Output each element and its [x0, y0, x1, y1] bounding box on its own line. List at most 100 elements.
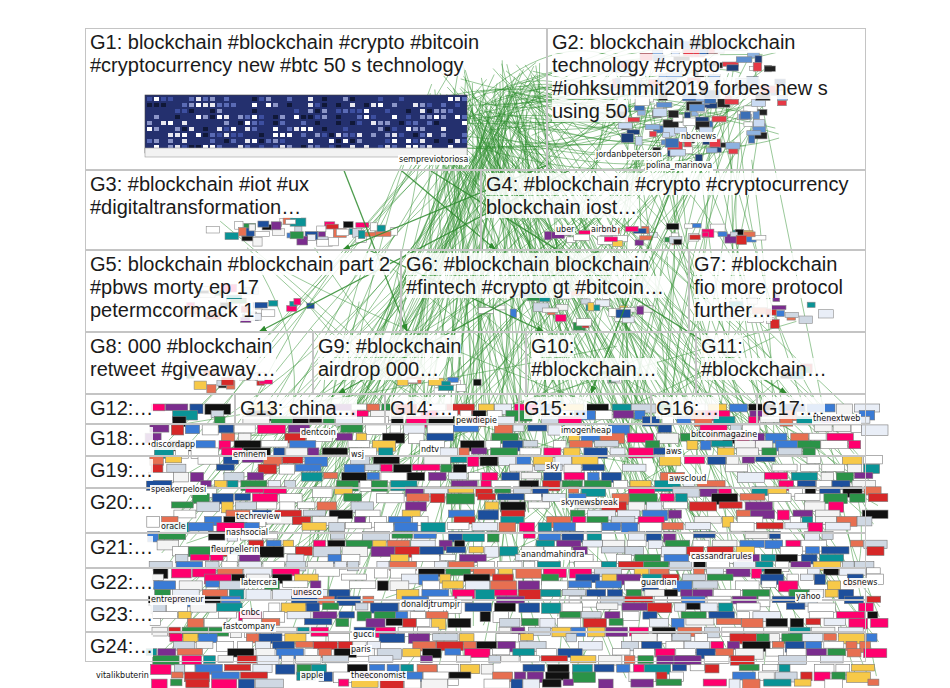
avatar-tile: [308, 109, 313, 113]
avatar-tile: [706, 148, 717, 153]
avatar-tile: [336, 139, 341, 143]
avatar-tile: [542, 679, 561, 687]
avatar-tile: [231, 103, 236, 107]
avatar-tile: [189, 103, 194, 107]
avatar-tile: [648, 540, 663, 548]
avatar-tile: [358, 230, 365, 238]
avatar-tile: [485, 502, 499, 509]
avatar-tile: [166, 404, 188, 411]
avatar-tile: [484, 679, 510, 688]
avatar-tile: [421, 523, 445, 533]
avatar-tile: [224, 121, 229, 125]
avatar-tile: [343, 109, 348, 113]
avatar-tile: [605, 612, 620, 619]
avatar-tile: [851, 425, 861, 433]
avatar-tile: [168, 139, 173, 143]
avatar-tile: [798, 441, 821, 449]
avatar-tile: [364, 115, 369, 119]
avatar-tile: [413, 133, 418, 137]
avatar-tile: [378, 581, 389, 591]
avatar-tile: [212, 672, 240, 679]
avatar-tile: [190, 554, 209, 560]
avatar-tile: [252, 109, 257, 113]
avatar-tile: [431, 494, 445, 503]
avatar-tile: [448, 472, 467, 479]
avatar-tile: [406, 109, 411, 113]
avatar-tile: [392, 139, 397, 143]
avatar-tile: [498, 494, 525, 500]
avatar-tile: [609, 618, 623, 625]
avatar-tile: [650, 131, 657, 137]
avatar-tile: [791, 472, 817, 480]
avatar-tile: [365, 232, 376, 236]
avatar-tile: [684, 112, 690, 118]
avatar-tile: [413, 121, 418, 125]
avatar-tile: [393, 464, 411, 473]
avatar-tile: [253, 238, 262, 247]
avatar-tile: [178, 612, 191, 619]
avatar-tile: [196, 97, 201, 101]
avatar-tile: [172, 502, 194, 508]
tie-line: [268, 362, 403, 503]
avatar-tile: [563, 679, 573, 686]
avatar-tile: [217, 127, 222, 131]
avatar-tile: [525, 494, 542, 501]
avatar-tile: [422, 679, 448, 688]
avatar-tile: [753, 63, 761, 72]
avatar-tile: [520, 634, 533, 641]
avatar-tile: [322, 448, 347, 455]
avatar-tile: [668, 510, 681, 518]
avatar-tile: [301, 121, 306, 125]
avatar-tile: [512, 627, 525, 634]
avatar-tile: [306, 603, 319, 612]
avatar-tile: [245, 139, 250, 143]
avatar-tile: [814, 574, 825, 585]
avatar-tile: [281, 603, 306, 612]
avatar-tile: [329, 523, 345, 532]
avatar-tile: [709, 612, 735, 618]
avatar-tile: [336, 433, 353, 440]
avatar-tile: [657, 102, 672, 107]
avatar-tile: [827, 581, 840, 590]
avatar-tile: [258, 425, 286, 434]
avatar-tile: [867, 547, 884, 556]
avatar-tile: [469, 472, 481, 480]
avatar-tile: [301, 133, 306, 137]
avatar-tile: [295, 464, 321, 471]
avatar-tile: [315, 133, 320, 137]
avatar-tile: [778, 448, 802, 455]
avatar-tile: [455, 103, 460, 107]
avatar-tile: [621, 134, 633, 143]
avatar-tile: [427, 133, 432, 137]
avatar-tile: [807, 302, 815, 307]
avatar-tile: [280, 121, 285, 125]
avatar-tile: [273, 103, 278, 107]
avatar-tile: [441, 127, 446, 131]
avatar-tile: [225, 664, 251, 670]
avatar-tile: [766, 649, 784, 656]
avatar-tile: [795, 679, 812, 686]
avatar-tile: [397, 380, 408, 386]
avatar-tile: [739, 664, 759, 670]
avatar-tile: [427, 109, 432, 113]
avatar-tile: [441, 115, 446, 119]
avatar-tile: [420, 109, 425, 113]
avatar-tile: [287, 612, 311, 619]
avatar-tile: [161, 121, 166, 125]
group-tie: [344, 170, 408, 332]
avatar-tile: [339, 612, 354, 618]
avatar-tile: [280, 115, 285, 119]
avatar-tile: [583, 540, 603, 547]
avatar-tile: [445, 649, 461, 655]
avatar-tile: [441, 464, 452, 472]
avatar-tile: [623, 464, 647, 471]
avatar-tile: [280, 464, 295, 474]
avatar-tile: [745, 502, 772, 511]
avatar-tile: [673, 664, 687, 671]
avatar-tile: [294, 127, 299, 131]
avatar-tile: [663, 132, 670, 137]
avatar-tile: [294, 109, 299, 113]
avatar-tile: [725, 99, 739, 104]
avatar-tile: [523, 679, 540, 688]
avatar-tile: [350, 133, 355, 137]
